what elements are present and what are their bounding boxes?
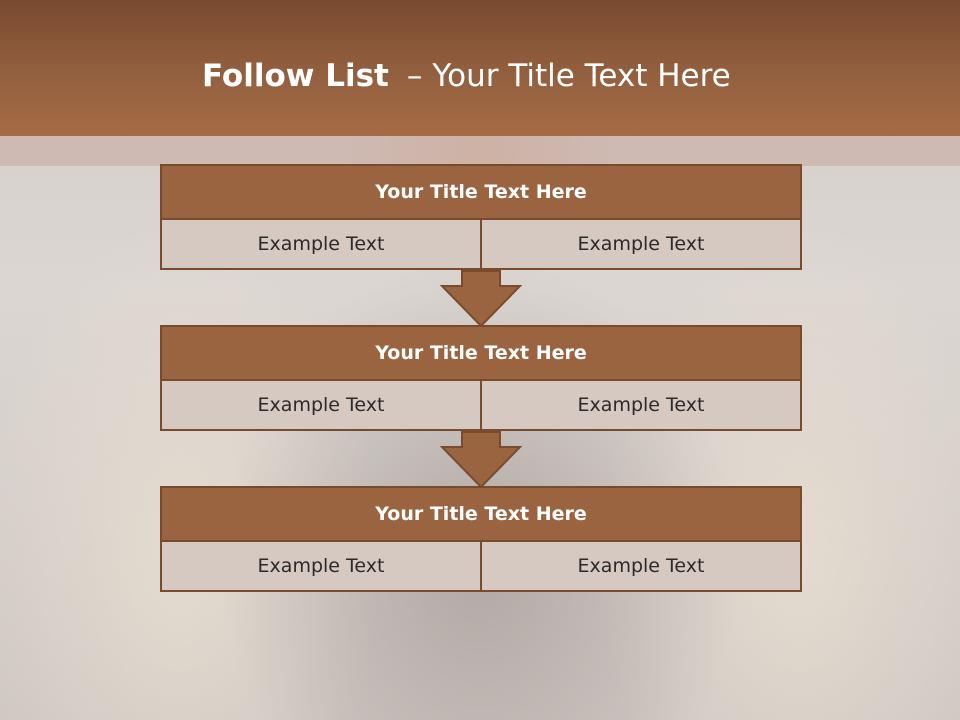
slide-title-separator: –	[406, 58, 423, 94]
step-row: Example Text Example Text	[160, 381, 802, 431]
step-cell-left: Example Text	[160, 220, 482, 270]
step-block-1: Your Title Text Here Example Text Exampl…	[160, 164, 802, 270]
slide-title: Follow List–Your Title Text Here	[202, 56, 731, 96]
title-bar	[0, 0, 960, 136]
down-arrow-icon	[440, 270, 522, 328]
slide-title-bold: Follow List	[202, 58, 389, 94]
step-title: Your Title Text Here	[160, 164, 802, 220]
step-cell-left: Example Text	[160, 381, 482, 431]
step-cell-right: Example Text	[482, 542, 802, 592]
step-block-3: Your Title Text Here Example Text Exampl…	[160, 486, 802, 592]
step-title: Your Title Text Here	[160, 325, 802, 381]
step-title: Your Title Text Here	[160, 486, 802, 542]
step-cell-right: Example Text	[482, 381, 802, 431]
step-block-2: Your Title Text Here Example Text Exampl…	[160, 325, 802, 431]
step-row: Example Text Example Text	[160, 220, 802, 270]
step-row: Example Text Example Text	[160, 542, 802, 592]
step-cell-left: Example Text	[160, 542, 482, 592]
step-cell-right: Example Text	[482, 220, 802, 270]
down-arrow-icon	[440, 431, 522, 489]
slide-title-rest: Your Title Text Here	[432, 58, 731, 94]
title-bar-strip	[0, 136, 960, 166]
